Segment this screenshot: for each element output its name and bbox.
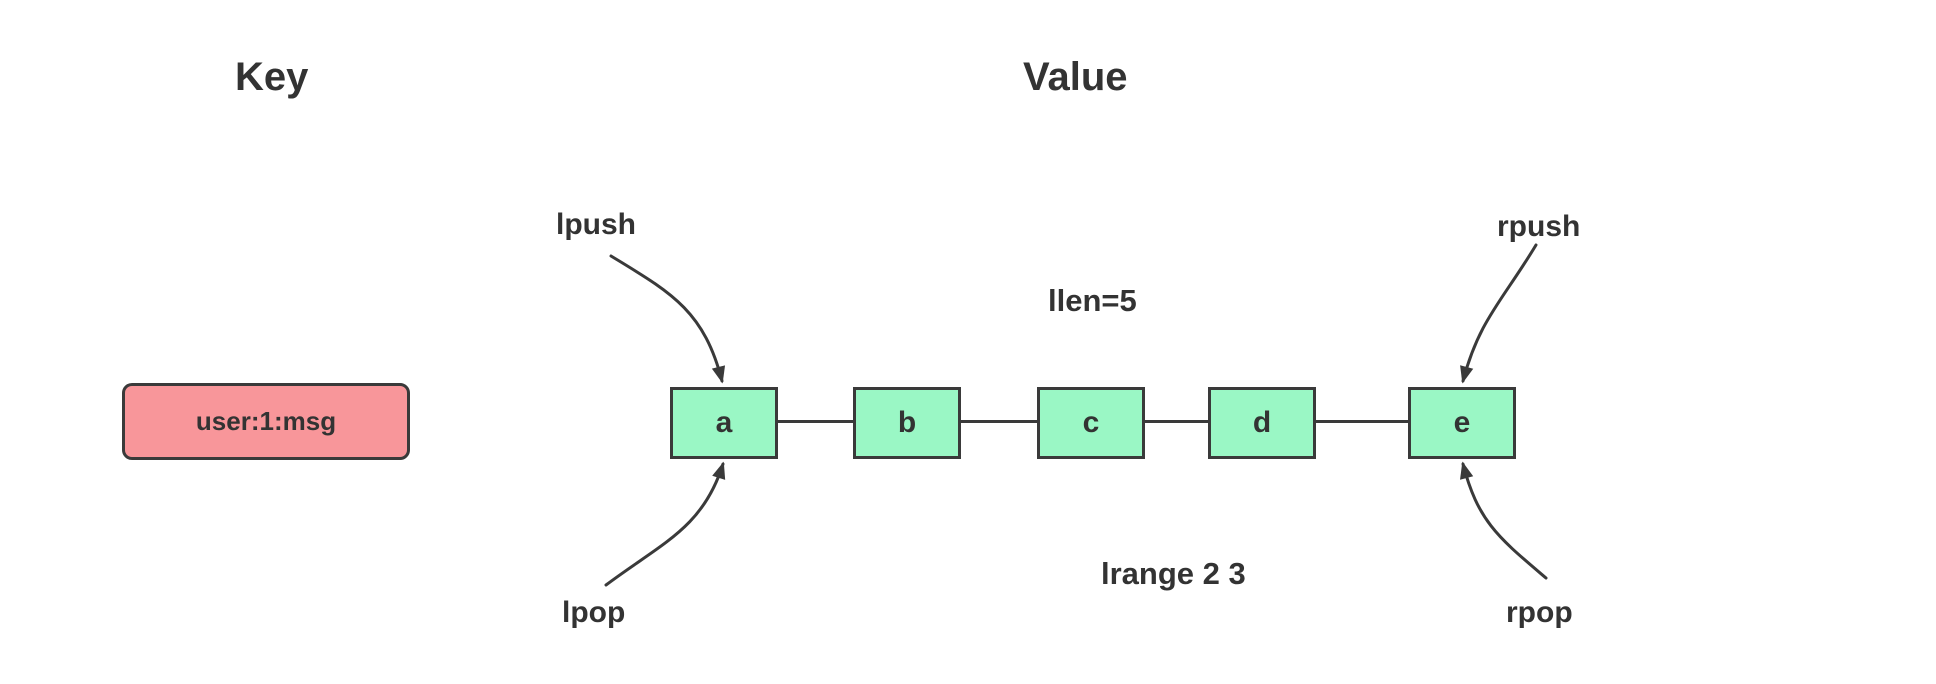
lpush-arrow-icon [609,254,726,384]
list-node-e-label: e [1453,406,1471,439]
lpush-operation-label: lpush [556,208,636,241]
list-node-d-label: d [1252,406,1272,439]
list-node-b-label: b [897,406,917,439]
rpop-arrow-icon [1460,461,1548,580]
lpop-arrow-icon [604,461,726,587]
key-node: user:1:msg [122,383,410,460]
rpop-operation-label: rpop [1506,596,1573,629]
list-node-d: d [1208,387,1316,459]
value-column-header: Value [1023,55,1128,99]
lpop-operation-label: lpop [562,596,626,629]
list-node-a: a [670,387,778,459]
key-node-label: user:1:msg [195,406,337,436]
list-length-annotation: llen=5 [1048,283,1137,318]
list-node-c-label: c [1082,406,1100,439]
rpush-operation-label: rpush [1497,210,1581,243]
key-column-header: Key [235,55,309,99]
list-range-annotation: lrange 2 3 [1101,556,1246,591]
list-node-e: e [1408,387,1516,459]
list-node-c: c [1037,387,1145,459]
list-node-b: b [853,387,961,459]
list-node-a-label: a [715,406,733,439]
rpush-arrow-icon [1460,243,1538,384]
